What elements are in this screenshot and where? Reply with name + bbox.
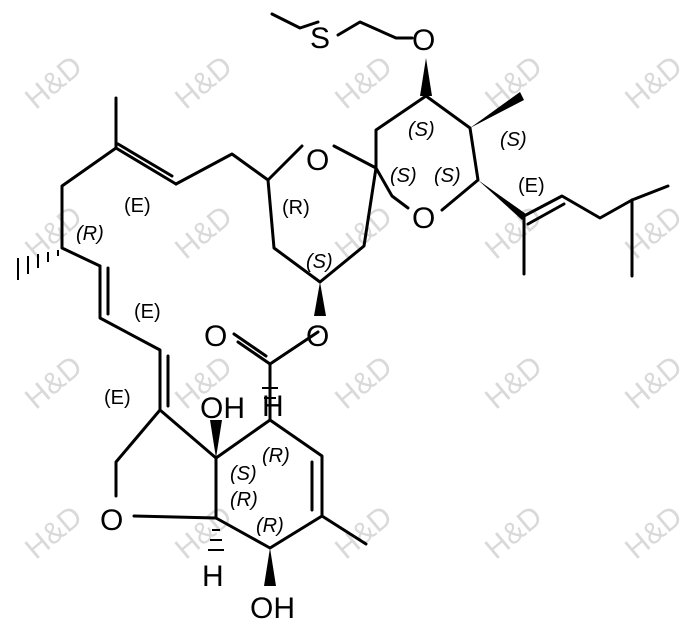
watermark-text: H&D xyxy=(19,500,89,566)
watermark-layer: H&D H&D H&D H&D H&D H&D H&D H&D H&D H&D H&D H&D H&D H… xyxy=(19,50,689,566)
atom-oxygen-ester: O xyxy=(306,320,329,353)
watermark-text: H&D xyxy=(619,500,689,566)
atom-hydroxyl-lower: OH xyxy=(250,592,295,625)
atom-hydrogen-bottom: H xyxy=(202,560,224,593)
watermark-text: H&D xyxy=(19,50,89,116)
stereo-s-ring-top: (S) xyxy=(408,119,435,141)
stereo-s-ring-right: (S) xyxy=(500,129,527,151)
bond-skeleton xyxy=(17,12,670,586)
stereo-e-right-alkene: (E) xyxy=(518,175,545,197)
watermark-text: H&D xyxy=(479,50,549,116)
watermark-text: H&D xyxy=(329,500,399,566)
watermark-text: H&D xyxy=(619,350,689,416)
stereo-descriptors: (S) (S) (S) (S) (E) (E) (R) (R) (S) (E) … xyxy=(76,119,545,537)
atom-sulfur: S xyxy=(310,22,330,55)
atom-hydroxyl-upper: OH xyxy=(200,392,245,425)
watermark-text: H&D xyxy=(169,200,239,266)
atom-oxygen-carbonyl: O xyxy=(204,320,227,353)
stereo-s-spiro-a: (S) xyxy=(390,165,417,187)
stereo-s-pyran-bottom: (S) xyxy=(306,251,333,273)
stereo-r-c1: (R) xyxy=(262,445,290,467)
atom-labels: S O O O O O OH O OH H H xyxy=(100,22,435,625)
stereo-s-spiro-b: (S) xyxy=(434,165,461,187)
atom-oxygen-methoxy: O xyxy=(412,24,435,57)
watermark-text: H&D xyxy=(329,350,399,416)
stereo-e-mid-diene: (E) xyxy=(134,301,161,323)
stereo-r-c3: (R) xyxy=(230,489,258,511)
watermark-text: H&D xyxy=(169,500,239,566)
watermark-text: H&D xyxy=(169,50,239,116)
atom-oxygen-ring-top: O xyxy=(306,144,329,177)
stereo-r-left: (R) xyxy=(76,223,104,245)
watermark-text: H&D xyxy=(479,500,549,566)
watermark-text: H&D xyxy=(329,200,399,266)
watermark-text: H&D xyxy=(479,350,549,416)
stereo-e-lower-diene: (E) xyxy=(104,387,131,409)
watermark-text: H&D xyxy=(619,50,689,116)
watermark-text: H&D xyxy=(329,50,399,116)
atom-oxygen-furan: O xyxy=(100,504,123,537)
stereo-e-upper-alkene: (E) xyxy=(124,195,151,217)
watermark-text: H&D xyxy=(19,350,89,416)
stereo-r-pyran: (R) xyxy=(282,197,310,219)
stereo-s-c2: (S) xyxy=(230,463,257,485)
atom-hydrogen-top: H xyxy=(262,390,284,423)
watermark-text: H&D xyxy=(619,200,689,266)
stereo-r-c4: (R) xyxy=(256,515,284,537)
atom-oxygen-ring-spiro: O xyxy=(412,202,435,235)
